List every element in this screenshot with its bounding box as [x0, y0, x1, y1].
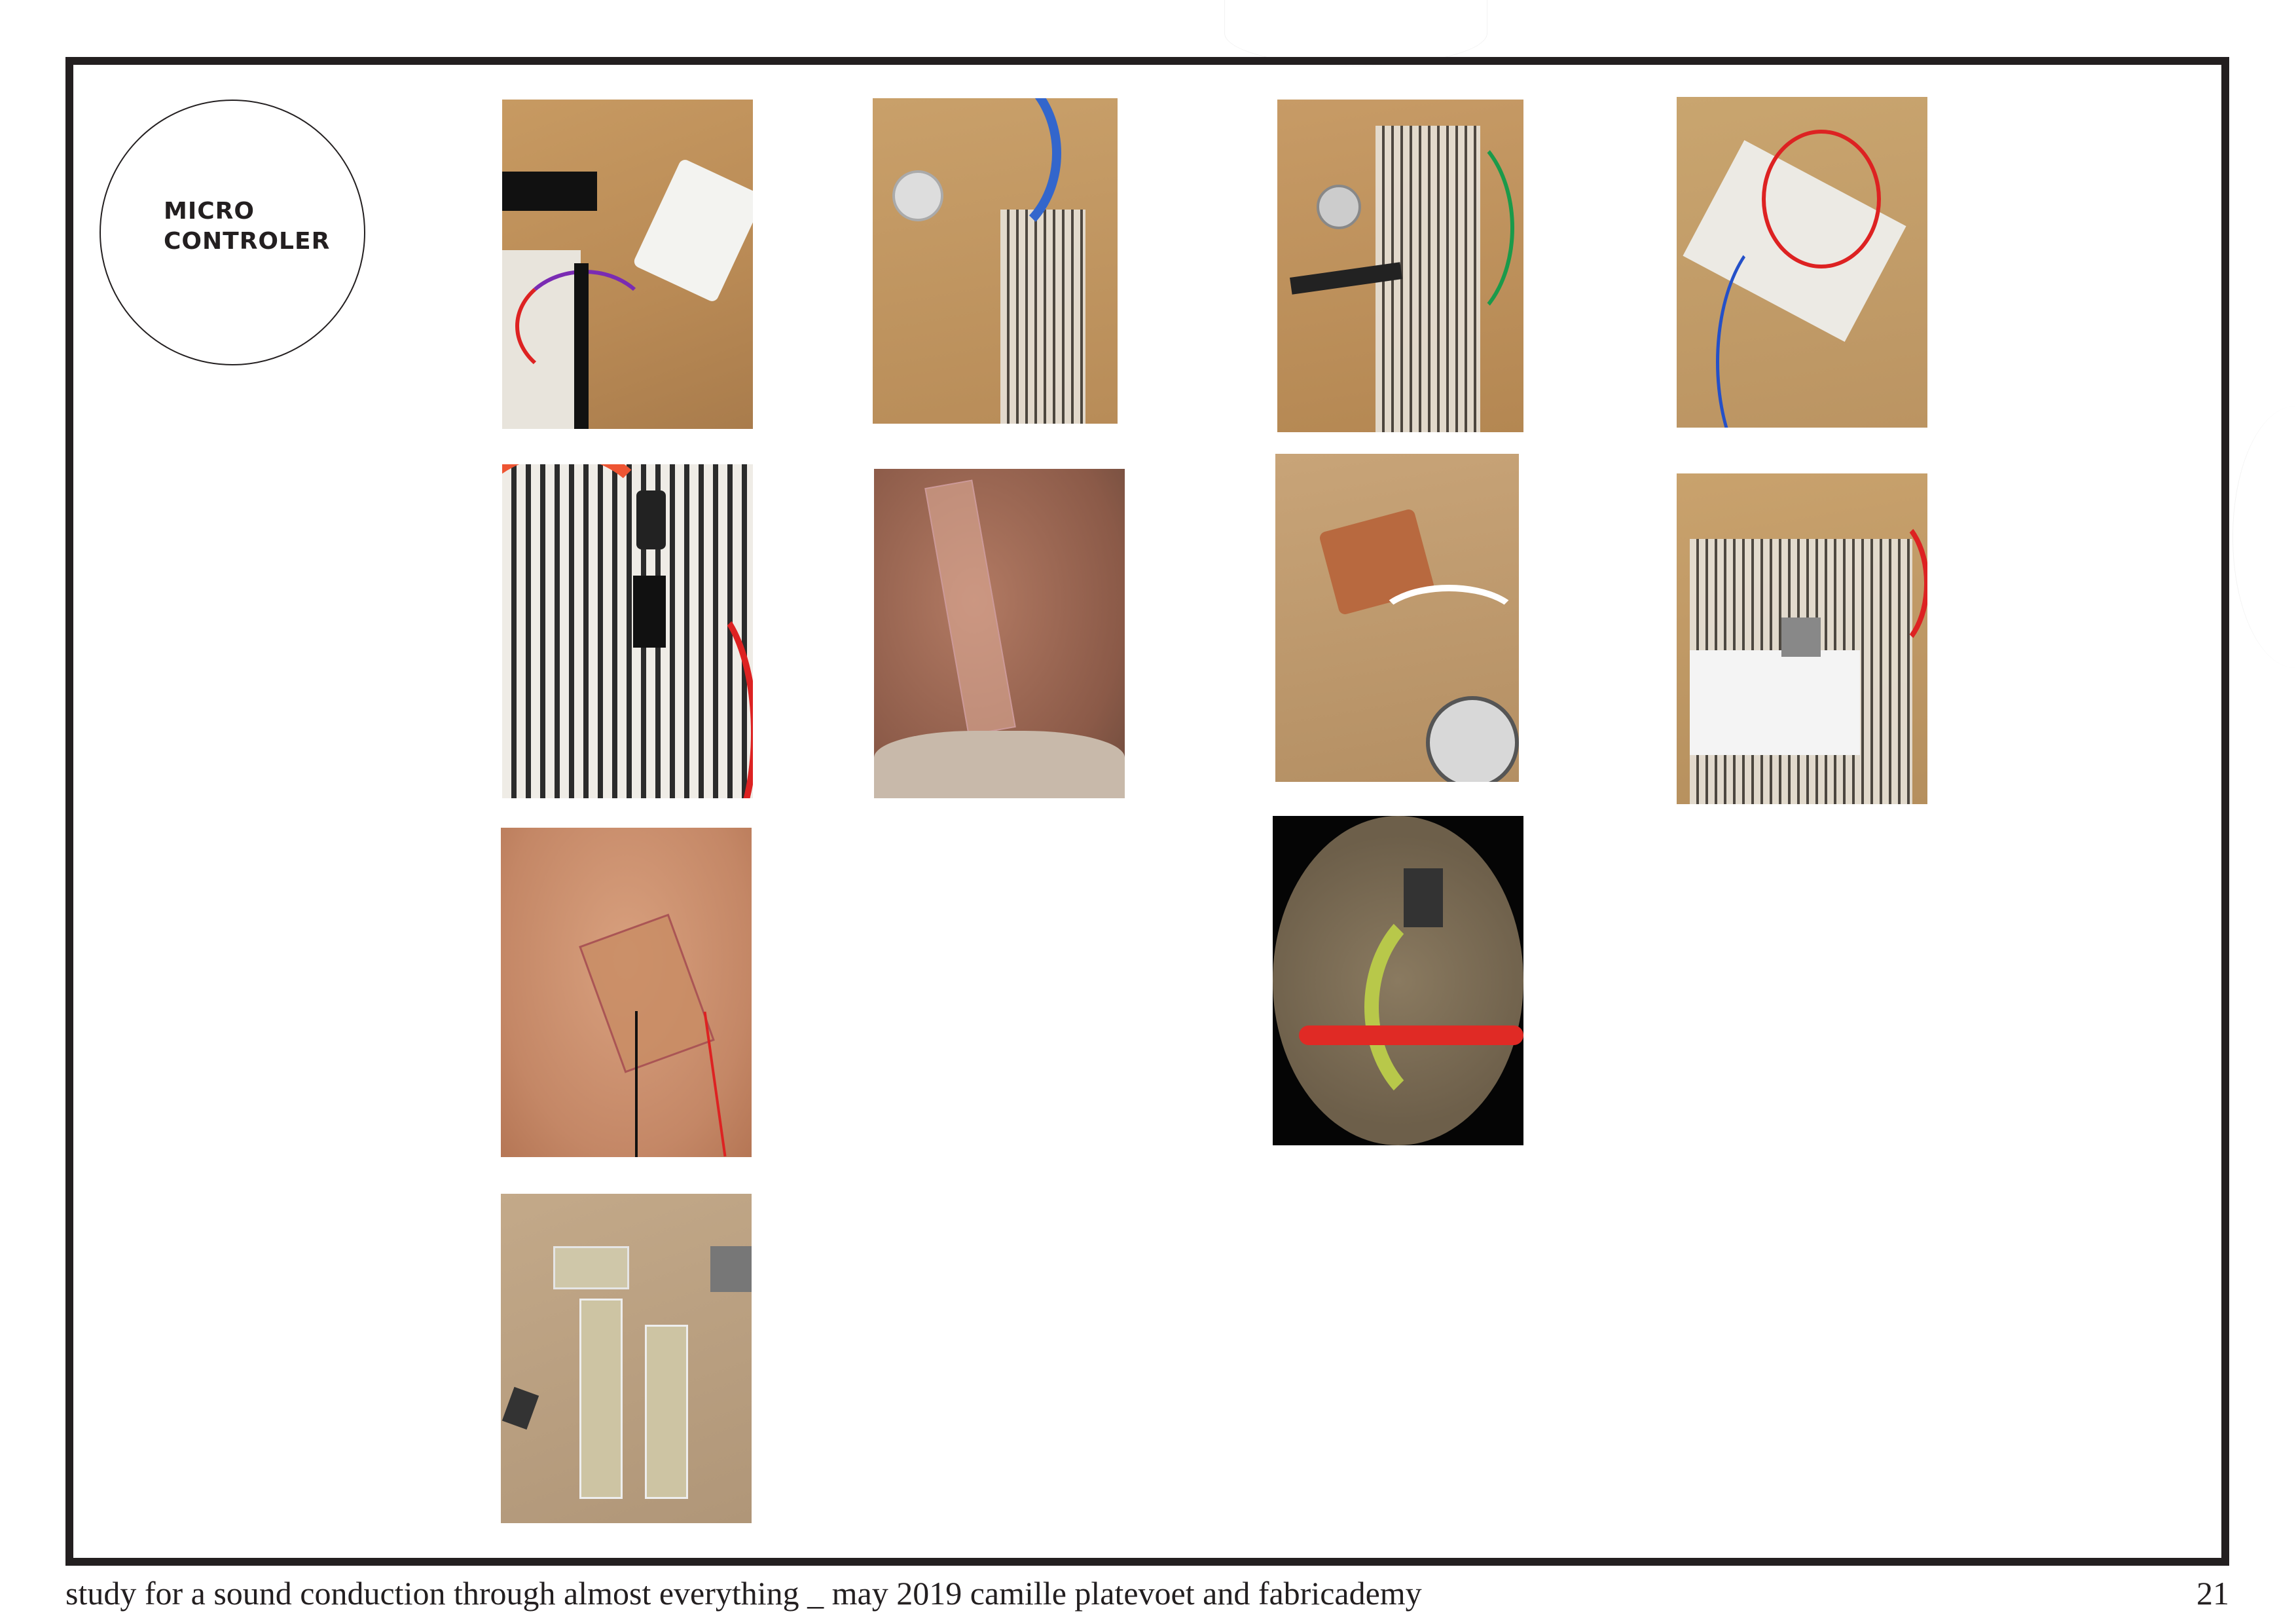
photo-milled-pcb-with-speaker: [1275, 454, 1519, 782]
section-title-line1: MICRO: [164, 198, 255, 225]
page-number: 21: [2196, 1575, 2229, 1612]
photo-breadboard-closeup-capacitor: [502, 464, 753, 798]
photo-flexible-circuit-on-skin: [874, 469, 1125, 798]
background-decoration: [2232, 406, 2295, 668]
section-title: MICRO CONTROLER: [164, 196, 330, 257]
photo-breadboard-ribbon-cable: [873, 98, 1118, 424]
photo-breadboard-potentiometer: [1277, 100, 1523, 432]
photo-breadboard-resistors-chip: [1677, 473, 1927, 804]
photo-breadboard-mcp-setup: [502, 100, 753, 429]
background-decoration: [1224, 0, 1487, 66]
photo-copper-circuit-on-skin: [501, 828, 752, 1157]
section-title-line2: CONTROLER: [164, 228, 331, 255]
photo-gold-leaf-circuit: [501, 1194, 752, 1523]
footer-caption: study for a sound conduction through alm…: [65, 1575, 1422, 1612]
photo-pcb-under-microscope: [1273, 816, 1523, 1145]
section-badge: [100, 100, 365, 365]
photo-small-breadboard-wires: [1677, 97, 1927, 428]
page-frame: [65, 57, 2229, 1566]
